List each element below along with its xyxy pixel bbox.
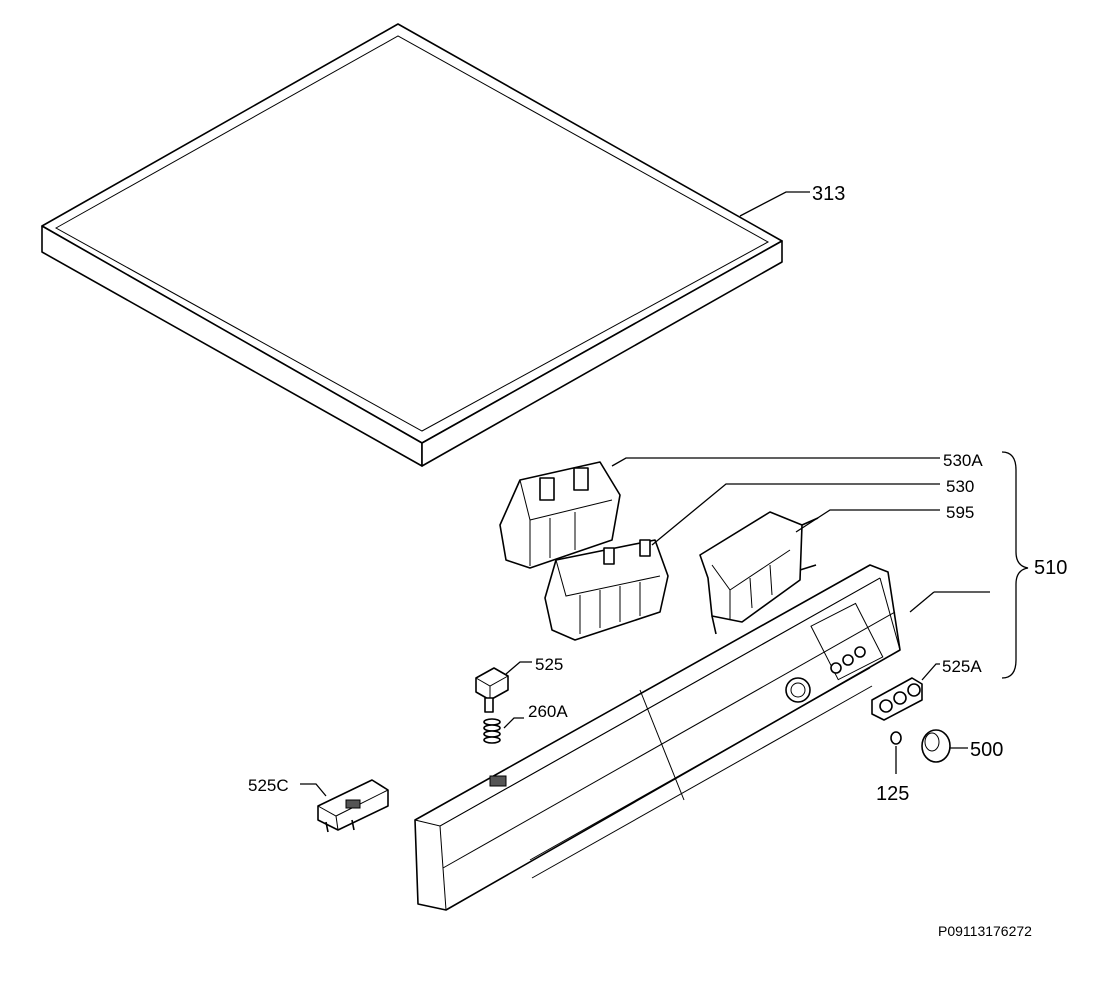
callout-525A: 525A [942, 657, 982, 676]
callout-525: 525 [535, 655, 563, 674]
leader-595 [795, 509, 940, 533]
callout-260A: 260A [528, 702, 568, 721]
leader-510-panel [909, 591, 935, 613]
leader-525A [921, 663, 940, 681]
leader-525C [300, 783, 327, 797]
leader-313 [739, 191, 810, 217]
control-panel-part [414, 564, 901, 911]
drawing-id-label: P09113176272 [938, 923, 1032, 939]
bracket-part-530A [499, 461, 621, 569]
callout-500: 500 [970, 739, 1003, 761]
button-part-525 [475, 667, 509, 713]
leader-530 [651, 483, 940, 546]
bracket-part-530 [544, 539, 669, 641]
callout-595: 595 [946, 503, 974, 522]
spring-part-125 [890, 731, 902, 745]
leader-260A [503, 717, 524, 729]
buttons-part-525A [871, 677, 923, 721]
bracket-part-595 [699, 511, 819, 635]
callout-313: 313 [812, 183, 845, 205]
callout-125: 125 [876, 783, 909, 805]
leader-530A [611, 457, 940, 467]
brace-510 [1001, 451, 1029, 679]
leader-525 [505, 661, 532, 675]
callout-525C: 525C [248, 776, 289, 795]
callout-530A: 530A [943, 451, 983, 470]
callout-510: 510 [1034, 557, 1067, 579]
callout-530: 530 [946, 477, 974, 496]
knob-part-500 [921, 729, 951, 763]
spring-part-260A [483, 718, 501, 744]
drawer-part-525C [317, 779, 389, 833]
lid-part-313 [41, 23, 783, 467]
